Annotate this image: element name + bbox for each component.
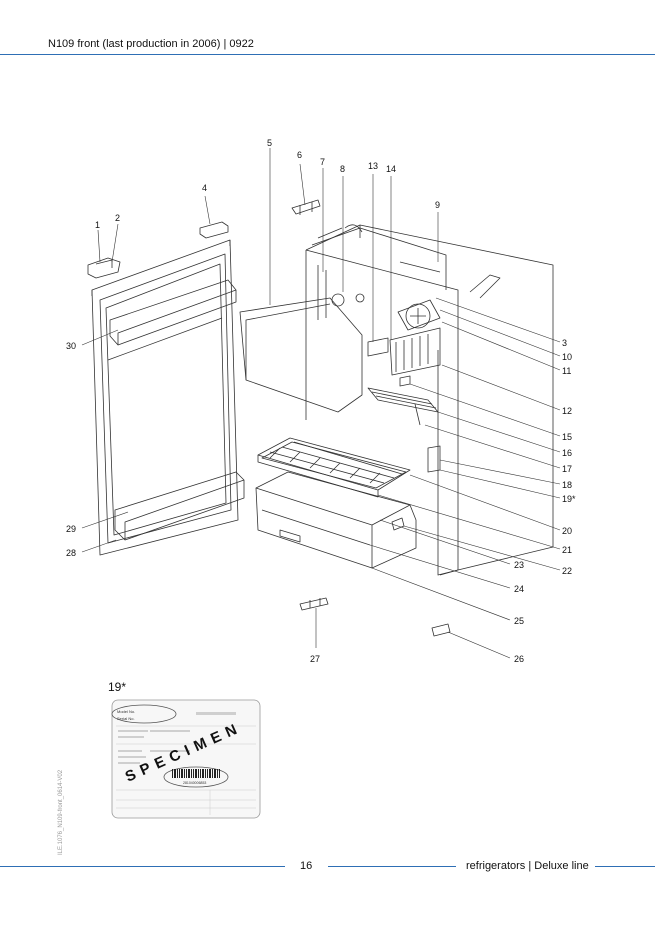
inner-components: [317, 265, 441, 387]
door-frame: [91, 239, 239, 556]
label-model-field: Model No.: [117, 709, 135, 714]
cabinet: [305, 224, 554, 576]
part-26: [431, 623, 451, 637]
callout-12: 12: [562, 406, 572, 416]
callout-16: 16: [562, 448, 572, 458]
callout-4: 4: [202, 183, 207, 193]
callout-5: 5: [267, 138, 272, 148]
callout-13: 13: [368, 161, 378, 171]
part-4: [199, 221, 229, 239]
callout-26: 26: [514, 654, 524, 664]
callout-10: 10: [562, 352, 572, 362]
part-27: [299, 597, 329, 611]
callout-1: 1: [95, 220, 100, 230]
callout-18: 18: [562, 480, 572, 490]
page-number: 16: [300, 860, 313, 872]
callout-14: 14: [386, 164, 396, 174]
callout-6: 6: [297, 150, 302, 160]
hinge-top: [87, 257, 121, 279]
callout-28: 28: [66, 548, 76, 558]
cover-panel: [239, 297, 363, 413]
door-shelf-top: [109, 279, 237, 346]
callout-15: 15: [562, 432, 572, 442]
callout-22: 22: [562, 566, 572, 576]
document-reference-code: ILE.1076_N109-front_0614-V02: [58, 769, 64, 855]
callout-19: 19*: [562, 494, 576, 504]
crisper-bin: [255, 471, 417, 569]
footer-rule-left: [0, 866, 285, 867]
footer-rule-middle: [328, 866, 456, 867]
part-6: [291, 199, 321, 215]
footer-rule-right: [595, 866, 655, 867]
callout-27: 27: [310, 654, 320, 664]
callout-17: 17: [562, 464, 572, 474]
callout-11: 11: [562, 366, 571, 376]
part-23: [391, 517, 405, 531]
rating-label-specimen: Model No. Serial No. 281040006853 SPECIM…: [111, 699, 261, 819]
door-shelf-bottom: [114, 471, 245, 541]
callout-30: 30: [66, 341, 76, 351]
barcode: [172, 769, 220, 778]
callout-21: 21: [562, 545, 572, 555]
callout-9: 9: [435, 200, 440, 210]
page-header-title: N109 front (last production in 2006) | 0…: [48, 38, 254, 50]
header-rule: [0, 54, 655, 55]
callout-23: 23: [514, 560, 524, 570]
callout-25: 25: [514, 616, 524, 626]
callout-8: 8: [340, 164, 345, 174]
callout-labels: 1 2 3 4 5 6 7 8 9 10 11 12 13 14 15 16 1…: [66, 138, 576, 664]
barcode-number: 281040006853: [183, 781, 206, 785]
callout-2: 2: [115, 213, 120, 223]
callout-7: 7: [320, 157, 325, 167]
label-serial-field: Serial No.: [117, 716, 135, 721]
callout-29: 29: [66, 524, 76, 534]
callout-20: 20: [562, 526, 572, 536]
footer-title: refrigerators | Deluxe line: [466, 860, 589, 872]
callout-3: 3: [562, 338, 567, 348]
rating-label-caption: 19*: [108, 680, 127, 694]
leader-lines: [81, 148, 561, 659]
grid-shelf: [257, 437, 411, 498]
callout-24: 24: [514, 584, 524, 594]
upper-shelf: [367, 387, 439, 426]
